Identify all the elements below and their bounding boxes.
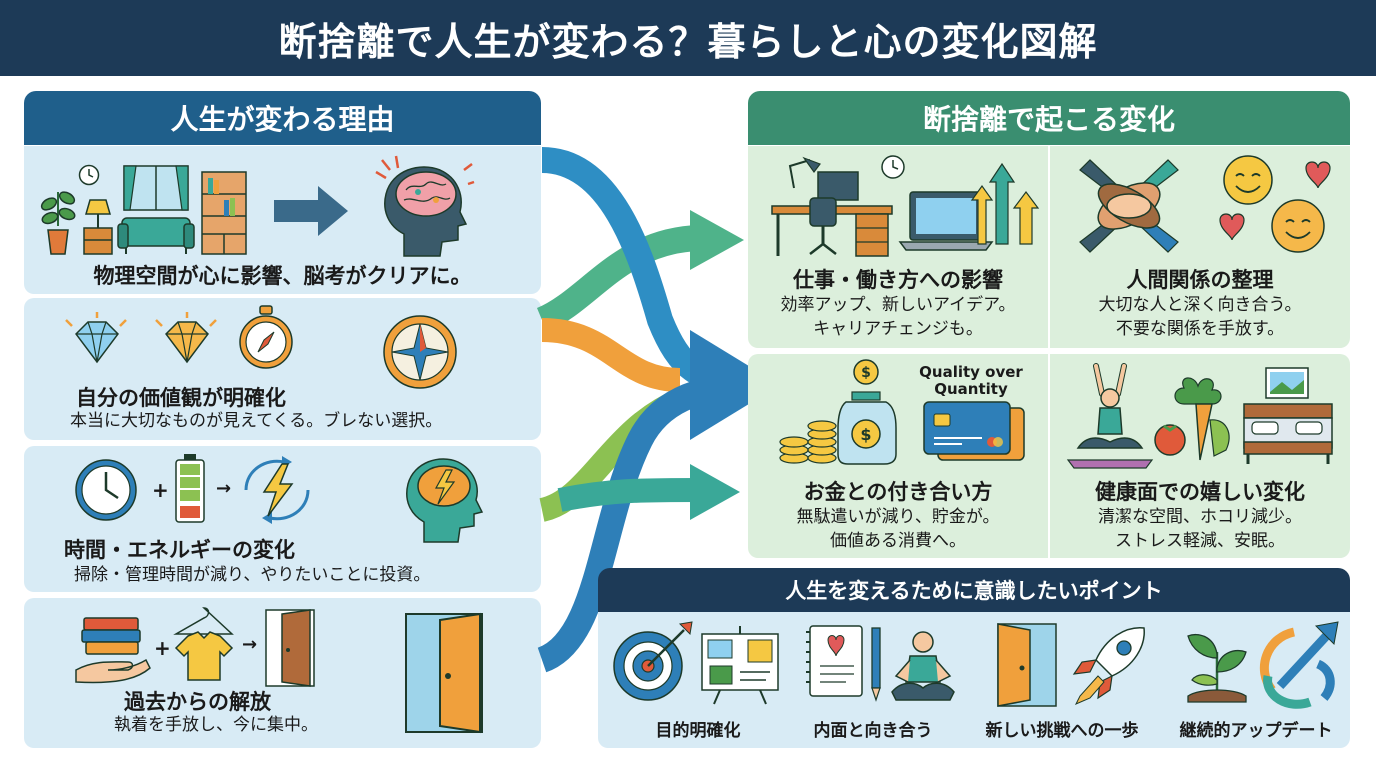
change-card-money: $ $ Quality over Quantity お金との付き合い方 無駄遣い… (748, 354, 1048, 558)
reason-card-time: + → 時間・エネルギーの変化 掃除・管理時間が減り、やりたいことに投資。 (24, 446, 541, 592)
brain-head-icon (375, 155, 475, 257)
change-card-health: 健康面での嬉しい変化 清潔な空間、ホコリ減少。 ストレス軽減、安眠。 (1050, 354, 1350, 558)
small-arrow-2: → (242, 634, 258, 655)
vegetables-icon (1154, 377, 1230, 461)
change-card-money-desc2: 価値ある消費へ。 (830, 531, 966, 551)
reason-card-past-desc: 執着を手放し、今に集中。 (114, 715, 318, 735)
meditation-icon (891, 631, 955, 701)
flow-arrow-green-top (536, 225, 701, 332)
right-header-text: 断捨離で起こる変化 (922, 103, 1175, 136)
gold-diamond-icon (155, 312, 217, 364)
small-arrow: → (216, 478, 232, 499)
door-step-icon (997, 623, 1057, 707)
left-panel-header: 人生が変わる理由 (24, 91, 541, 145)
flow-arrow-orange (541, 318, 681, 392)
yoga-icon (1066, 363, 1154, 469)
change-card-work: 仕事・働き方への影響 効率アップ、新しいアイデア。 キャリアチェンジも。 (748, 146, 1048, 348)
clock-icon (78, 164, 100, 186)
diamond-icon (65, 312, 127, 364)
svg-text:$: $ (860, 425, 871, 444)
bed-icon (1243, 367, 1333, 464)
reason-card-values-title: 自分の価値観が明確化 (76, 386, 286, 410)
change-card-relations: 人間関係の整理 大切な人と深く向き合う。 不要な関係を手放す。 (1050, 146, 1350, 348)
hands-together-icon (1079, 159, 1179, 253)
change-card-health-desc2: ストレス軽減、安眠。 (1115, 531, 1285, 551)
point-label-1: 目的明確化 (655, 721, 741, 741)
plus-sign: + (152, 478, 169, 502)
rocket-icon (1072, 627, 1145, 705)
point-label-2: 内面と向き合う (813, 721, 933, 741)
battery-icon (175, 454, 205, 523)
change-card-work-desc1: 効率アップ、新しいアイデア。 (780, 295, 1016, 315)
point-label-4: 継続的アップデート (1179, 721, 1333, 741)
compass-small-icon (239, 305, 293, 369)
change-card-work-desc2: キャリアチェンジも。 (813, 319, 983, 339)
lightning-cycle-icon (244, 456, 310, 524)
change-card-money-title: お金との付き合い方 (803, 480, 993, 504)
change-card-health-desc1: 清潔な空間、ホコリ減少。 (1098, 507, 1302, 527)
flow-arrowhead-main (690, 330, 780, 440)
points-panel-header: 人生を変えるために意識したいポイント (598, 568, 1350, 612)
credit-card-icon (923, 401, 1025, 461)
bookshelf-icon (201, 171, 247, 255)
growth-arrows-icon (970, 162, 1040, 245)
flow-arrowhead-green-top (690, 210, 744, 270)
update-cycle-icon (1259, 621, 1339, 709)
smiley-heart-icon (1219, 155, 1331, 253)
points-header-text: 人生を変えるために意識したいポイント (785, 579, 1163, 603)
right-panel-header: 断捨離で起こる変化 (748, 91, 1350, 145)
laptop-icon (898, 191, 994, 251)
brain-lightning-icon (406, 458, 484, 543)
change-card-money-desc1: 無駄遣いが減り、貯金が。 (796, 507, 1000, 527)
change-card-relations-desc1: 大切な人と深く向き合う。 (1098, 295, 1302, 315)
sofa-window-icon (117, 165, 195, 254)
reason-card-space-title: 物理空間が心に影響、脳考がクリアに。 (93, 264, 472, 288)
clock-large-icon (75, 459, 137, 521)
change-card-health-title: 健康面での嬉しい変化 (1095, 480, 1305, 504)
svg-text:$: $ (861, 365, 871, 381)
title-bar: 断捨離で人生が変わる？暮らしと心の変化図解 (0, 0, 1376, 76)
reason-card-time-desc: 掃除・管理時間が減り、やりたいことに投資。 (74, 565, 431, 585)
reason-card-values: 自分の価値観が明確化 本当に大切なものが見えてくる。ブレない選択。 (24, 298, 541, 440)
reason-card-time-title: 時間・エネルギーの変化 (64, 538, 295, 562)
change-card-relations-desc2: 不要な関係を手放す。 (1115, 319, 1285, 339)
point-label-3: 新しい挑戦への一歩 (985, 721, 1139, 741)
door-small-icon (265, 609, 315, 687)
target-icon (613, 621, 693, 701)
arrow-right-icon (274, 186, 348, 236)
left-header-text: 人生が変わる理由 (170, 103, 395, 136)
reason-card-past-title: 過去からの解放 (124, 690, 271, 714)
points-panel: 目的明確化 内面と向き合う 新しい挑戦への一歩 (598, 612, 1350, 748)
books-hand-icon (75, 617, 151, 684)
plus-sign-2: + (154, 636, 171, 660)
change-card-relations-title: 人間関係の整理 (1126, 268, 1274, 292)
reason-card-past: + → 過去からの解放 執着を手放し、今に集中。 (24, 598, 541, 748)
desk-icon (771, 156, 893, 257)
flow-arrow-teal-bottom (557, 478, 701, 512)
change-card-work-title: 仕事・働き方への影響 (793, 268, 1003, 292)
sprout-icon (1187, 633, 1247, 703)
page-title: 断捨離で人生が変わる？暮らしと心の変化図解 (278, 19, 1098, 64)
plant-icon (40, 191, 76, 255)
shirt-hanger-icon (173, 607, 234, 681)
quality-over-quantity: Quality over Quantity (919, 363, 1023, 398)
lamp-icon (83, 199, 113, 255)
clock-small-icon (881, 155, 905, 179)
coins-jar-icon: $ $ (779, 359, 897, 465)
compass-icon (383, 315, 457, 389)
reason-card-values-desc: 本当に大切なものが見えてくる。ブレない選択。 (70, 411, 443, 431)
journal-icon (806, 625, 881, 702)
flow-arrowhead-teal-bottom (690, 464, 740, 520)
reason-card-space: 物理空間が心に影響、脳考がクリアに。 (24, 146, 541, 294)
door-open-icon (405, 612, 483, 734)
vision-board-icon (701, 626, 779, 705)
